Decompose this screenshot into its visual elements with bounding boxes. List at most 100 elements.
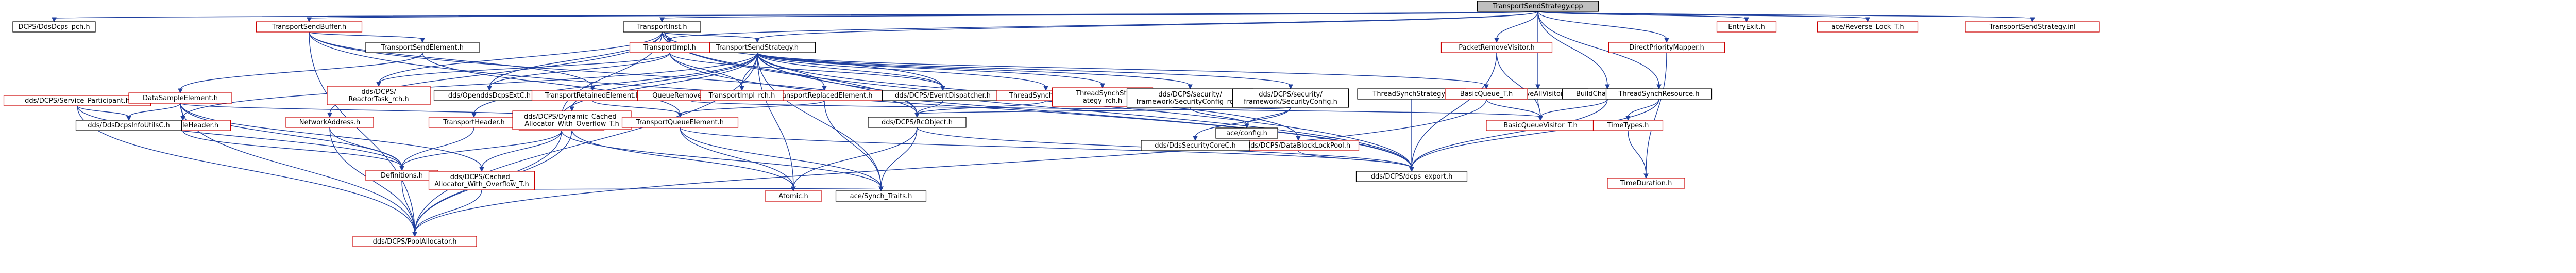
dependency-edge [757, 52, 1487, 86]
dependency-arrowhead [307, 17, 312, 23]
dependency-edge [757, 52, 794, 188]
graph-node-transportsendbuffer[interactable]: TransportSendBuffer.h [256, 21, 363, 33]
dependency-edge [180, 103, 562, 118]
graph-node-reactortask[interactable]: dds/DCPS/ReactorTask_rch.h [327, 86, 431, 105]
graph-node-label: TransportSendStrategy.inl [1989, 23, 2075, 31]
dependency-arrowhead [659, 17, 665, 23]
graph-node-transportinst[interactable]: TransportInst.h [623, 21, 701, 33]
graph-node-definitions[interactable]: Definitions.h [365, 170, 438, 181]
graph-node-transportimpl[interactable]: TransportImpl.h [629, 42, 710, 53]
graph-node-networkaddress[interactable]: NetworkAddress.h [285, 117, 374, 128]
graph-node-box [512, 110, 632, 130]
graph-node-sec-framework-rch[interactable]: dds/DCPS/security/framework/SecurityConf… [1126, 88, 1254, 108]
graph-node-aceconfig[interactable]: ace/config.h [1215, 127, 1278, 139]
dependency-edge [757, 52, 882, 188]
dependency-arrowhead [822, 86, 827, 91]
graph-node-transportqueueelement[interactable]: TransportQueueElement.h [621, 117, 739, 128]
dependency-edge [309, 31, 593, 88]
graph-node-label: DataSampleElement.h [143, 94, 218, 102]
graph-node-packetremovevisitor[interactable]: PacketRemoveVisitor.h [1440, 42, 1553, 53]
dependency-arrowhead [52, 17, 57, 23]
dependency-edge [757, 52, 918, 115]
graph-node-box [1440, 42, 1553, 53]
graph-node-label: DirectPriorityMapper.h [1629, 44, 1704, 52]
graph-node-basicqueue[interactable]: BasicQueue_T.h [1445, 88, 1528, 100]
dependency-arrowhead [1100, 83, 1105, 89]
graph-node-ddssecuritycorec[interactable]: dds/DdsSecurityCoreC.h [1141, 140, 1250, 151]
graph-node-box [1355, 171, 1468, 182]
graph-node-timetypes[interactable]: TimeTypes.h [1592, 120, 1664, 131]
graph-node-servicepart[interactable]: dds/DCPS/Service_Participant.h [3, 95, 151, 106]
graph-node-dds-dcpsinfoutilsc[interactable]: dds/DdsDcpsInfoUtilsC.h [75, 120, 182, 131]
graph-node-rcobject[interactable]: dds/DCPS/RcObject.h [868, 117, 967, 128]
graph-node-basicqueuevisitor[interactable]: BasicQueueVisitor_T.h [1486, 120, 1595, 131]
graph-node-label: ThreadSynchResource.h [1618, 90, 1699, 98]
dependency-edge [329, 127, 402, 168]
graph-node-transportretainedelement[interactable]: TransportRetainedElement.h [531, 90, 654, 101]
graph-node-box [1716, 21, 1777, 33]
graph-node-label: dds/DCPS/Service_Participant.h [25, 97, 130, 105]
graph-node-entryexit[interactable]: EntryExit.h [1716, 21, 1777, 33]
dependency-arrowhead [412, 232, 417, 237]
dependency-edge [401, 127, 474, 168]
graph-node-dcps-export[interactable]: dds/DCPS/dcps_export.h [1355, 171, 1468, 182]
graph-node-poolallocator[interactable]: dds/DCPS/PoolAllocator.h [352, 236, 477, 247]
graph-node-transportsendelement[interactable]: TransportSendElement.h [365, 42, 480, 53]
graph-node-opendds-dcps-c[interactable]: dds/OpenddsDcpsExtC.h [433, 90, 546, 101]
graph-node-timeduration[interactable]: TimeDuration.h [1607, 178, 1685, 189]
dependency-edge [1646, 52, 1667, 175]
dependency-edge [669, 52, 742, 88]
graph-node-directprioritymapper[interactable]: DirectPriorityMapper.h [1608, 42, 1725, 53]
graph-node-dyn-cached-alloc[interactable]: dds/DCPS/Dynamic_Cached_Allocator_With_O… [512, 110, 632, 130]
graph-node-box [765, 190, 822, 202]
graph-node-threadsynchresource[interactable]: ThreadSynchResource.h [1605, 88, 1713, 100]
dependency-arrowhead [487, 86, 492, 91]
graph-node-box [1215, 127, 1278, 139]
dependency-edge [1537, 11, 1659, 86]
graph-node-label: TransportSendStrategy.h [716, 44, 799, 52]
graph-node-box [1232, 88, 1349, 108]
graph-node-box [1445, 88, 1528, 100]
graph-node-databaselocklock[interactable]: dds/DCPS/DataBlockLockPool.h [1237, 140, 1360, 151]
dependency-edge [1537, 11, 2033, 19]
dependency-edge [54, 11, 1538, 19]
graph-node-box [1605, 88, 1713, 100]
graph-node-sec-framework[interactable]: dds/DCPS/security/framework/SecurityConf… [1232, 88, 1349, 108]
graph-node-label: dds/DCPS/DataBlockLockPool.h [1246, 142, 1350, 150]
graph-node-tss-inl[interactable]: TransportSendStrategy.inl [1965, 21, 2100, 33]
dependency-arrowhead [1605, 84, 1610, 90]
graph-node-acereverselock[interactable]: ace/Reverse_Lock_T.h [1817, 21, 1919, 33]
graph-node-box [1141, 140, 1250, 151]
graph-node-label: BasicQueueVisitor_T.h [1503, 122, 1577, 130]
dependency-arrowhead [327, 113, 332, 118]
graph-node-cached-alloc[interactable]: dds/DCPS/Cached_Allocator_With_Overflow_… [428, 171, 535, 190]
dependency-edge [1628, 130, 1647, 175]
graph-node-label: TransportHeader.h [443, 119, 505, 126]
dependency-arrowhead [399, 166, 404, 171]
graph-node-label: dds/DdsSecurityCoreC.h [1155, 142, 1236, 150]
graph-node-transportimpl-rch[interactable]: TransportImpl_rch.h [700, 90, 784, 101]
graph-node-box [835, 190, 927, 202]
graph-node-threadsynchstrategy[interactable]: ThreadSynchStrategy.h [1357, 88, 1466, 100]
graph-node-box [700, 90, 784, 101]
dependency-edge [473, 52, 758, 115]
dependency-edge [378, 31, 663, 84]
dependency-edge [561, 130, 882, 188]
graph-node-dds-cdds[interactable]: DCPS/DdsDcps_pch.h [12, 21, 96, 33]
graph-node-label: TransportImpl_rch.h [708, 92, 775, 100]
graph-node-label: dds/DCPS/ReactorTask_rch.h [348, 88, 409, 103]
dependency-edge [824, 100, 882, 188]
graph-node-transportsendstrategy[interactable]: TransportSendStrategy.h [699, 42, 816, 53]
dependency-edge [182, 130, 402, 168]
dependency-arrowhead [1865, 17, 1870, 23]
graph-node-eventdispatcher[interactable]: dds/DCPS/EventDispatcher.h [882, 90, 1004, 101]
dependency-arrowhead [1296, 136, 1301, 141]
dependency-edge [401, 180, 415, 234]
graph-node-acesynch[interactable]: ace/Synch_Traits.h [835, 190, 927, 202]
graph-node-transportheader[interactable]: TransportHeader.h [428, 117, 520, 128]
graph-node-atomic[interactable]: Atomic.h [765, 190, 822, 202]
graph-node-datasampleelement[interactable]: DataSampleElement.h [128, 92, 232, 104]
graph-node-transportreplacedelement[interactable]: TransportReplacedElement.h [763, 90, 886, 101]
dependency-edge [77, 105, 402, 168]
